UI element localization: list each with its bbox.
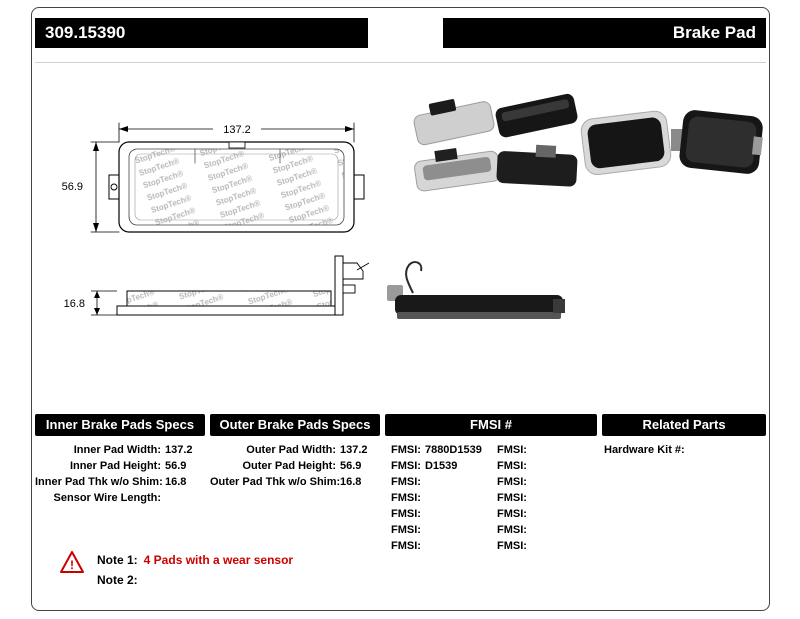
- fmsi-label: FMSI:: [497, 540, 527, 552]
- notes-section: ! Note 1: 4 Pads with a wear sensor Note…: [59, 550, 293, 590]
- fmsi-label: FMSI:: [497, 460, 527, 472]
- table-row: FMSI:: [491, 442, 597, 458]
- fmsi-value: 7880D1539: [424, 444, 482, 456]
- spec-label: Inner Pad Height:: [69, 460, 161, 472]
- spec-label: Inner Pad Thk w/o Shim:: [35, 476, 163, 488]
- table-row: FMSI:: [385, 522, 491, 538]
- spec-label: Inner Pad Width:: [73, 444, 161, 456]
- specs-table: Inner Brake Pads Specs Inner Pad Width: …: [35, 414, 766, 554]
- wear-sensor-bracket-drawing: [334, 255, 370, 316]
- spec-label: Outer Pad Height:: [242, 460, 336, 472]
- fmsi-label: FMSI:: [391, 540, 421, 552]
- fmsi-label: FMSI:: [391, 492, 421, 504]
- warning-icon: !: [60, 551, 84, 573]
- table-row: FMSI:: [385, 538, 491, 554]
- inner-pads-column: Inner Brake Pads Specs Inner Pad Width: …: [35, 414, 205, 554]
- spec-value: 137.2: [165, 444, 193, 456]
- pad-side-view-drawing: 16.8: [64, 255, 370, 316]
- fmsi-subcolumn-1: FMSI: 7880D1539 FMSI: D1539 FMSI: FMSI:: [385, 442, 491, 554]
- related-parts-header: Related Parts: [602, 414, 766, 436]
- header-divider: [35, 62, 766, 63]
- fmsi-header: FMSI #: [385, 414, 597, 436]
- table-row: FMSI:: [385, 490, 491, 506]
- fmsi-label: FMSI:: [391, 444, 421, 456]
- thickness-dimension-label: 16.8: [64, 298, 85, 310]
- fmsi-label: FMSI:: [391, 460, 421, 472]
- figures-area: StopTech® 137.2 56.9: [62, 93, 763, 319]
- pad-front-view-drawing: 137.2 56.9: [62, 121, 365, 233]
- note-2: Note 2:: [97, 570, 293, 590]
- part-number: 309.15390: [45, 23, 126, 42]
- fmsi-label: FMSI:: [497, 524, 527, 536]
- spec-value: 56.9: [165, 460, 187, 472]
- height-dimension-label: 56.9: [62, 181, 83, 193]
- spec-label: Outer Pad Thk w/o Shim:: [210, 476, 341, 488]
- table-row: Sensor Wire Length:: [35, 490, 205, 506]
- table-row: FMSI:: [385, 474, 491, 490]
- part-number-bar: 309.15390: [35, 18, 368, 48]
- table-row: Hardware Kit #:: [602, 442, 766, 458]
- fmsi-column: FMSI # FMSI: 7880D1539 FMSI: D1539 FMSI:: [385, 414, 597, 554]
- table-row: FMSI:: [385, 506, 491, 522]
- spec-value: 16.8: [165, 476, 187, 488]
- note-1-label: Note 1:: [97, 553, 138, 567]
- spec-value: 16.8: [340, 476, 362, 488]
- spec-sheet-page: 309.15390 Brake Pad StopTech® 137.2: [31, 7, 770, 611]
- fmsi-label: FMSI:: [497, 508, 527, 520]
- fmsi-value: D1539: [424, 460, 458, 472]
- table-row: FMSI:: [491, 538, 597, 554]
- outer-pads-column: Outer Brake Pads Specs Outer Pad Width: …: [210, 414, 380, 554]
- product-photo-pad-set-left: [413, 93, 578, 192]
- product-type-title: Brake Pad: [672, 23, 756, 42]
- table-row: Outer Pad Thk w/o Shim: 16.8: [210, 474, 380, 490]
- table-row: Inner Pad Height: 56.9: [35, 458, 205, 474]
- inner-pads-header: Inner Brake Pads Specs: [35, 414, 205, 436]
- table-row: FMSI:: [491, 522, 597, 538]
- spec-label: Outer Pad Width:: [246, 444, 336, 456]
- spec-value: 137.2: [340, 444, 368, 456]
- product-type-bar: Brake Pad: [443, 18, 766, 48]
- note-1-text: 4 Pads with a wear sensor: [143, 553, 294, 567]
- width-dimension-label: 137.2: [223, 124, 251, 136]
- spec-label: Sensor Wire Length:: [53, 492, 161, 504]
- product-photo-side-view: [387, 261, 565, 319]
- fmsi-label: FMSI:: [497, 492, 527, 504]
- related-part-label: Hardware Kit #:: [604, 444, 685, 456]
- page-header: 309.15390 Brake Pad: [35, 18, 766, 48]
- spec-value: 56.9: [340, 460, 362, 472]
- note-2-label: Note 2:: [97, 573, 138, 587]
- fmsi-label: FMSI:: [497, 444, 527, 456]
- fmsi-label: FMSI:: [391, 524, 421, 536]
- fmsi-label: FMSI:: [497, 476, 527, 488]
- outer-pads-header: Outer Brake Pads Specs: [210, 414, 380, 436]
- table-row: Outer Pad Height: 56.9: [210, 458, 380, 474]
- fmsi-subcolumn-2: FMSI: FMSI: FMSI: FMSI:: [491, 442, 597, 554]
- table-row: FMSI:: [491, 458, 597, 474]
- header-gap: [368, 18, 443, 48]
- svg-text:!: !: [70, 558, 74, 572]
- note-1: Note 1: 4 Pads with a wear sensor: [97, 550, 293, 570]
- table-row: Outer Pad Width: 137.2: [210, 442, 380, 458]
- table-row: FMSI: 7880D1539: [385, 442, 491, 458]
- table-row: Inner Pad Width: 137.2: [35, 442, 205, 458]
- table-row: FMSI:: [491, 506, 597, 522]
- table-row: FMSI: D1539: [385, 458, 491, 474]
- fmsi-label: FMSI:: [391, 508, 421, 520]
- table-row: FMSI:: [491, 474, 597, 490]
- related-parts-column: Related Parts Hardware Kit #:: [602, 414, 766, 554]
- table-row: Inner Pad Thk w/o Shim: 16.8: [35, 474, 205, 490]
- product-photo-pad-set-right: [580, 110, 763, 176]
- table-row: FMSI:: [491, 490, 597, 506]
- fmsi-label: FMSI:: [391, 476, 421, 488]
